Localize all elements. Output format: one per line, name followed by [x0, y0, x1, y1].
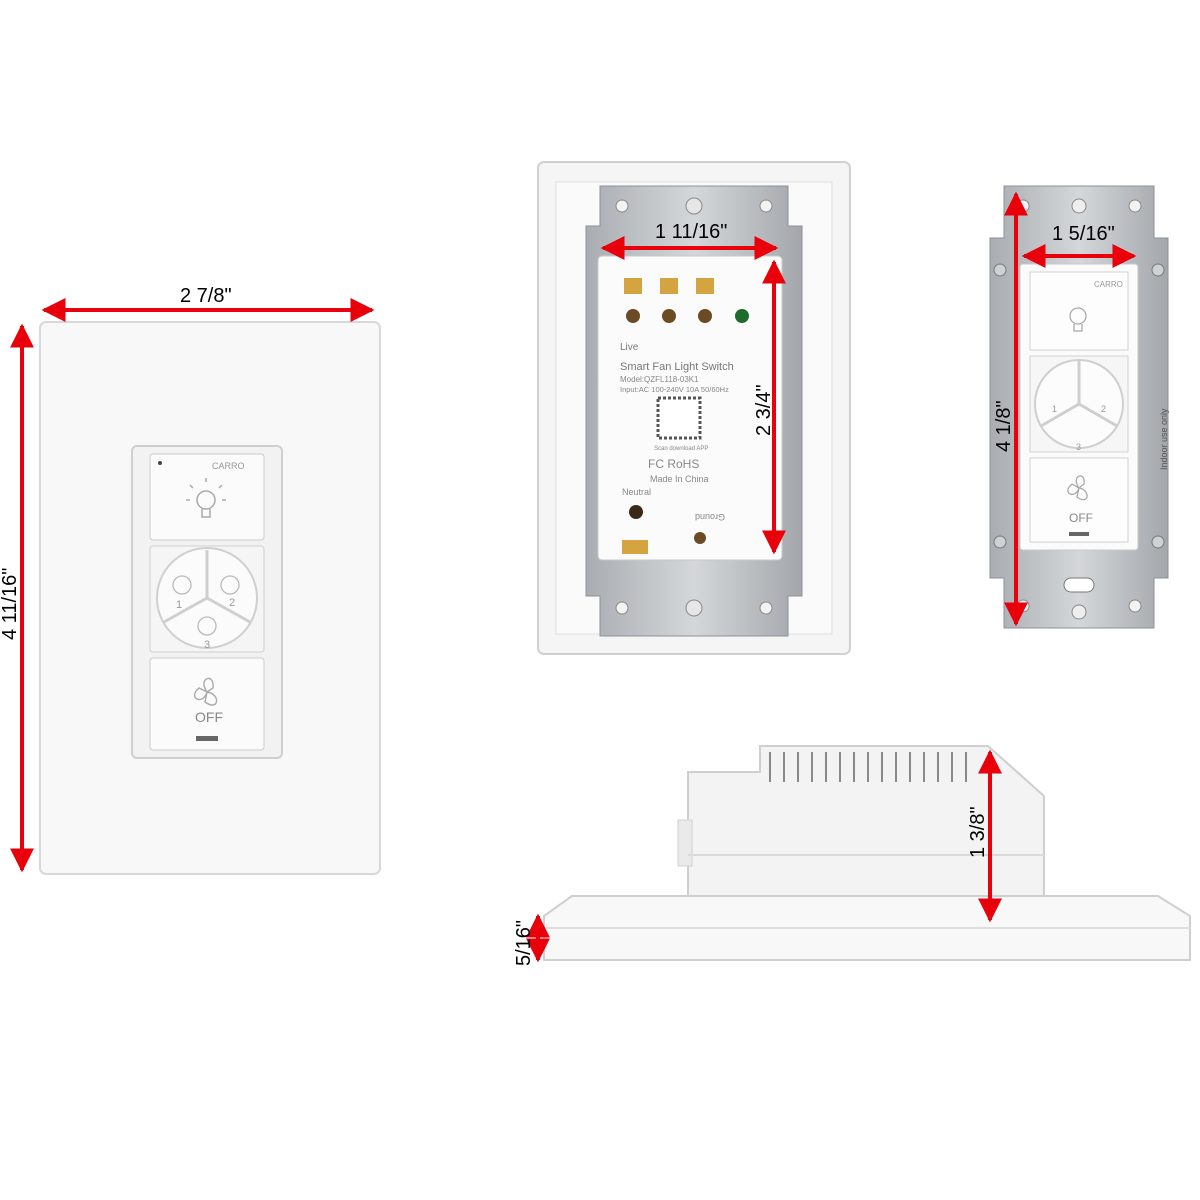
speed-1-button[interactable]: 1: [176, 599, 182, 611]
dimension-label: 4 1/8": [993, 400, 1015, 452]
off-indicator: [1069, 532, 1089, 536]
off-indicator: [196, 736, 218, 741]
neutral-label: Neutral: [622, 487, 651, 497]
dimension-label: 1 11/16": [655, 221, 727, 243]
off-button[interactable]: [1029, 457, 1129, 543]
brand-label: CARRO: [1094, 280, 1123, 289]
fan-icon: [1067, 475, 1088, 501]
speed-3-button[interactable]: 3: [204, 639, 210, 651]
terminal-screws: [622, 278, 749, 554]
speed-1-button[interactable]: 1: [1052, 404, 1057, 414]
back-view: Live Smart Fan Light Switch Model:QZFL11…: [537, 161, 851, 655]
off-label: OFF: [1069, 511, 1093, 525]
side-view: 1 3/8" 5/16": [513, 745, 1191, 966]
input-label: Input:AC 100-240V 10A 50/60Hz: [620, 385, 729, 394]
model-label: Model:QZFL118-03K1: [620, 375, 699, 384]
qr-code: [656, 396, 702, 440]
fan-speed-dial: 1 2 3: [149, 545, 265, 653]
front-view: CARRO 1 2 3 OFF 2 7/8": [0, 285, 381, 875]
brand-label: CARRO: [212, 461, 245, 471]
scan-label: Scan download APP: [654, 446, 708, 452]
dimension-label: 2 7/8": [180, 285, 232, 307]
live-label: Live: [620, 342, 639, 353]
made-in-label: Made In China: [650, 474, 709, 484]
fan-speed-dial: 1 2 3: [1029, 355, 1129, 453]
cert-label: FC RoHS: [648, 457, 699, 471]
bulb-icon: [186, 478, 226, 518]
bulb-icon: [1069, 307, 1087, 332]
dimension-label: 4 11/16": [0, 568, 21, 640]
vent-slots: [769, 752, 967, 782]
status-led: [158, 461, 162, 465]
dimension-label: 2 3/4": [753, 384, 775, 436]
indoor-label: Indoor use only: [1159, 408, 1169, 470]
product-title: Smart Fan Light Switch: [620, 361, 734, 373]
light-button[interactable]: [149, 453, 265, 541]
off-label: OFF: [195, 709, 223, 725]
ground-label: Ground: [695, 512, 725, 522]
speed-2-button[interactable]: 2: [229, 597, 235, 609]
fan-icon: [193, 677, 218, 706]
speed-3-button[interactable]: 3: [1076, 442, 1081, 452]
light-button[interactable]: [1029, 271, 1129, 351]
dimension-label: 1 3/8": [967, 806, 989, 858]
speed-2-button[interactable]: 2: [1101, 404, 1106, 414]
dimension-label: 5/16": [513, 920, 535, 966]
fan-icon: [172, 575, 240, 636]
dimension-label: 1 5/16": [1052, 223, 1115, 245]
strap-view: Indoor use only CARRO 1 2 3 OFF 1 5/16" …: [989, 185, 1169, 629]
